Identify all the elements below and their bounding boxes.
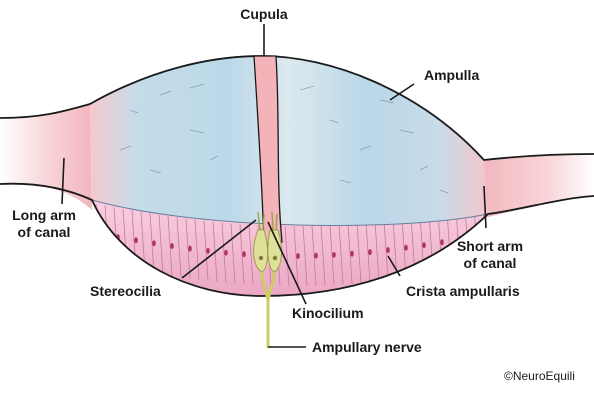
long-arm-label-line2: of canal: [4, 224, 84, 241]
credit-watermark: ©NeuroEquili: [504, 369, 575, 383]
ampulla-label: Ampulla: [424, 67, 479, 84]
short-arm-label-line2: of canal: [448, 255, 532, 272]
cupula-label: Cupula: [232, 6, 296, 23]
kinocilium-label: Kinocilium: [292, 305, 364, 322]
short-arm-label-line1: Short arm: [448, 238, 532, 255]
long-arm-label: Long arm of canal: [4, 207, 84, 241]
stereocilia-label: Stereocilia: [90, 283, 161, 300]
crista-label: Crista ampullaris: [406, 283, 520, 300]
short-arm-label: Short arm of canal: [448, 238, 532, 272]
ampullary-nerve-label: Ampullary nerve: [312, 339, 422, 356]
long-arm-label-line1: Long arm: [4, 207, 84, 224]
short-arm-of-canal: [482, 154, 594, 218]
